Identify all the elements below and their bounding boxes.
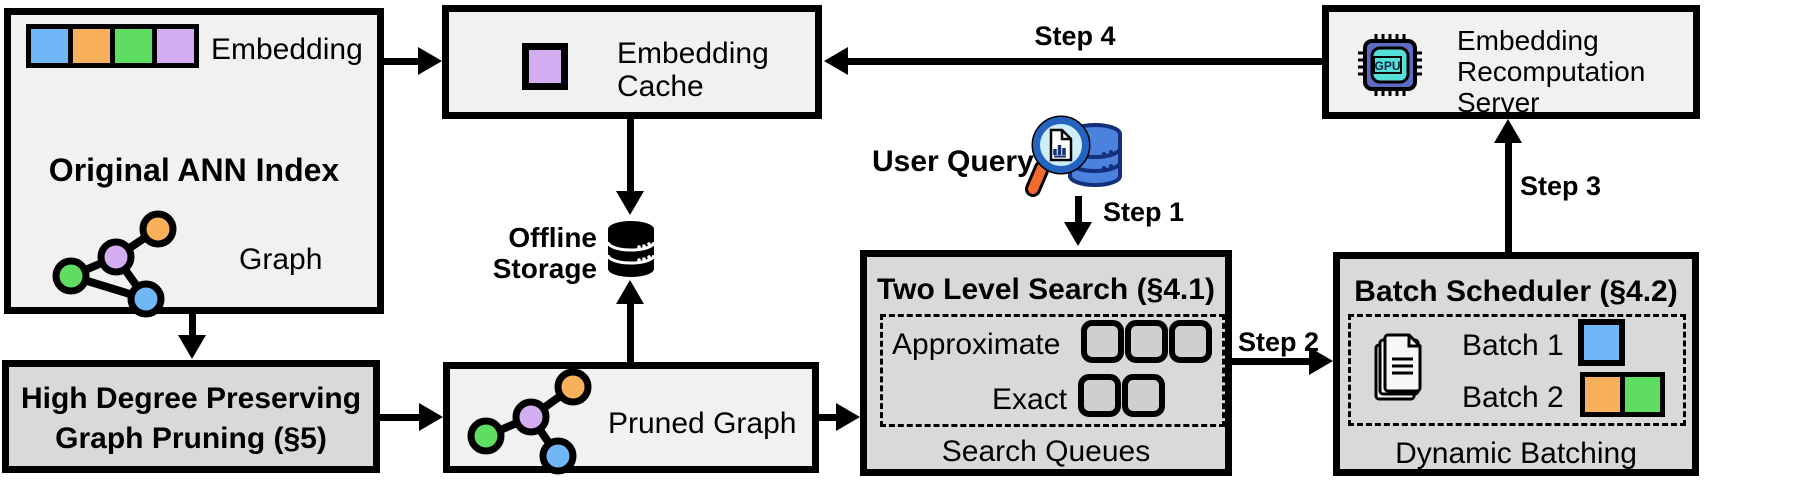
server-label-line1: Embedding [1457,25,1599,56]
arrow-pruned-to-storage [627,302,634,362]
batch2-label: Batch 2 [1462,381,1564,414]
graph-pruning-box: High Degree Preserving Graph Pruning (§5… [2,360,380,473]
cached-embedding-icon [522,43,568,90]
offline-storage-label-line2: Storage [492,253,597,284]
graph-label: Graph [239,243,323,276]
arrow-ann-to-cache [384,58,420,65]
approximate-label: Approximate [892,328,1061,361]
arrow-ann-to-pruning [189,314,196,338]
arrowhead-step2 [1309,347,1333,375]
gpu-chip-icon: GPU [1358,34,1422,96]
approximate-queue-slots [1081,320,1212,363]
batch1-label: Batch 1 [1462,329,1564,362]
queue-slot-icon [1078,374,1121,417]
dynamic-batching-label: Dynamic Batching [1395,437,1637,470]
server-label-line3: Server [1457,87,1540,118]
offline-storage-database-icon [606,221,656,277]
documents-icon [1374,333,1422,401]
dynamic-batching-dashed-region [1348,314,1686,426]
batch-scheduler-box: Batch Scheduler (§4.2) Batch 1 Batch 2 D… [1333,252,1699,476]
original-ann-index-title: Original ANN Index [48,152,340,188]
batch2-orange [1585,377,1620,412]
queue-slot-icon [1125,320,1168,363]
two-level-search-box: Two Level Search (§4.1) Approximate Exac… [860,250,1232,476]
exact-label: Exact [992,383,1068,416]
search-queues-label: Search Queues [941,435,1151,468]
step4-label: Step 4 [1034,21,1116,51]
arrowhead-pruning-to-pruned [419,403,443,431]
batch-scheduler-title: Batch Scheduler (§4.2) [1354,275,1678,308]
arrow-step2 [1232,358,1312,365]
original-ann-index-box: Embedding Original ANN Index Graph [4,8,384,318]
graph-pruning-title-line2: Graph Pruning (§5) [55,422,327,455]
arrowhead-pruned-to-storage [616,280,644,304]
queue-slot-icon [1169,320,1212,363]
embedding-dim-purple [157,29,194,63]
arrow-cache-to-storage [627,119,634,193]
pruned-graph-icon [467,368,592,475]
search-queues-dashed-region [880,314,1225,427]
queue-slot-icon [1081,320,1124,363]
graph-pruning-title-line1: High Degree Preserving [20,382,362,415]
arrow-pruned-to-search [819,414,839,421]
embedding-dim-orange [73,29,110,63]
batch1-color-icon [1578,319,1625,366]
arrowhead-step4 [824,47,848,75]
two-level-search-title: Two Level Search (§4.1) [877,273,1215,306]
arrow-step1 [1075,196,1082,224]
gpu-chip-label: GPU [1374,59,1400,73]
embedding-label: Embedding [211,33,363,66]
embedding-vector-icon [26,24,199,68]
embedding-dim-blue [31,29,68,63]
arrowhead-cache-to-storage [616,191,644,215]
graph-icon [52,210,177,318]
step1-label: Step 1 [1103,197,1185,227]
batch2-color-icon [1580,372,1665,417]
recomputation-server-box: GPU Embedding Recomputation Server [1322,5,1700,119]
arrowhead-step1 [1064,222,1092,246]
arrowhead-ann-to-pruning [178,335,206,359]
embedding-dim-green [115,29,152,63]
queue-slot-icon [1122,374,1165,417]
arrow-step3 [1505,141,1512,252]
offline-storage-label-line1: Offline [508,222,597,253]
arrowhead-pruned-to-search [836,403,860,431]
batch2-green [1625,377,1660,412]
exact-queue-slots [1078,374,1165,417]
step3-label: Step 3 [1520,171,1602,201]
arrow-step4 [846,58,1322,65]
user-query-label: User Query [872,145,1034,178]
embedding-cache-box: Embedding Cache [442,5,822,119]
embedding-cache-label-line1: Embedding [617,37,769,70]
pruned-graph-box: Pruned Graph [443,362,819,475]
arrowhead-ann-to-cache [418,47,442,75]
arrow-pruning-to-pruned [380,414,422,421]
embedding-cache-label-line2: Cache [617,70,704,103]
user-query-icon [1025,115,1122,197]
step2-label: Step 2 [1238,327,1320,357]
server-label-line2: Recomputation [1457,56,1646,87]
arrowhead-step3 [1494,119,1522,143]
pruned-graph-label: Pruned Graph [608,407,797,440]
